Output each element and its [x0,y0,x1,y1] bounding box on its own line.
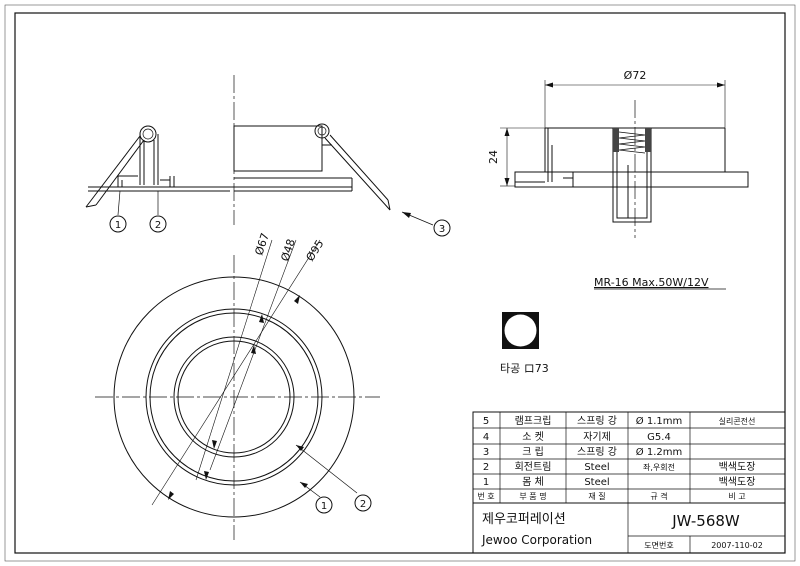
dim-dia-95: Ø95 [304,237,327,263]
part-4-name: 소 켓 [522,431,544,443]
callout-plan-2: 2 [360,499,366,510]
part-3-no: 3 [483,447,489,458]
part-5-no: 5 [483,416,489,427]
header-name: 부 품 명 [519,491,546,501]
part-2-spec: 좌,우회전 [643,462,675,472]
part-1-note: 백색도장 [719,476,756,488]
header-no: 번 호 [477,492,494,501]
dim-dia-48: Ø48 [278,237,297,263]
part-2-name: 회전트림 [515,461,552,473]
dim-width-72: Ø72 [624,69,647,82]
part-4-material: 자기제 [583,431,611,443]
part-4-spec: G5.4 [647,432,671,443]
part-4-no: 4 [483,432,489,443]
callout-front-1: 1 [115,220,121,231]
part-2-no: 2 [483,462,489,473]
part-1-name: 몸 체 [522,476,544,488]
outer-border [4,4,796,562]
part-1-material: Steel [584,477,609,488]
part-3-material: 스프링 강 [577,446,617,458]
company-name-en: Jewoo Corporation [481,533,592,547]
drawing-no-label: 도면번호 [644,540,673,550]
part-1-no: 1 [483,477,489,488]
dim-dia-67: Ø67 [252,231,271,257]
callout-front-2: 2 [155,220,161,231]
parts-list-table [472,411,786,554]
model-number: JW-568W [671,512,740,530]
part-5-material: 스프링 강 [577,415,617,427]
callout-front-3: 3 [439,224,445,235]
part-2-note: 백색도장 [719,461,756,473]
header-material: 재 질 [588,492,605,501]
part-3-name: 크 립 [522,445,544,458]
header-note: 비 고 [728,492,745,501]
dim-height-24: 24 [487,150,500,164]
lamp-spec: MR-16 Max.50W/12V [594,276,709,289]
company-name-kr: 제우코퍼레이션 [482,512,566,527]
drawing-frame [14,12,786,554]
drawing-no: 2007-110-02 [711,541,763,550]
front-section-view [85,75,451,237]
part-3-spec: Ø 1.2mm [636,446,682,458]
side-section-view [500,80,749,238]
part-5-name: 램프크립 [515,414,552,427]
plan-view [95,239,380,540]
part-2-material: Steel [584,462,609,473]
cutout-label: 타공 ロ73 [500,362,549,375]
part-5-note: 실리콘전선 [719,416,756,426]
callout-plan-1: 1 [321,501,327,512]
part-5-spec: Ø 1.1mm [636,415,682,427]
header-spec: 규 격 [650,491,667,501]
